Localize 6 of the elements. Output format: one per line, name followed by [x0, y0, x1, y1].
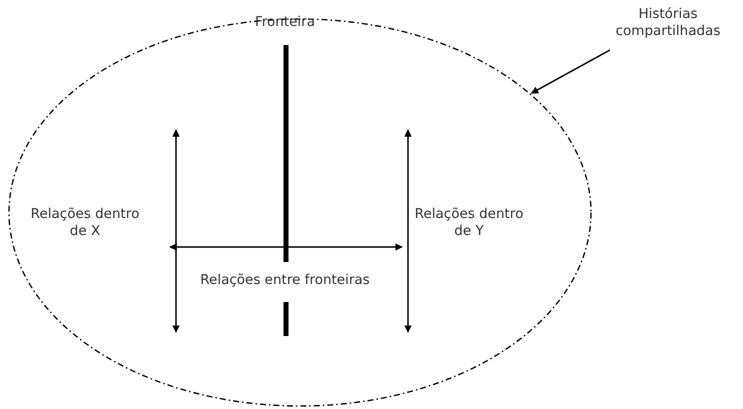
arrow	[530, 49, 610, 94]
label-text: Fronteira	[254, 14, 316, 31]
label-text: Relações dentro de X	[30, 206, 140, 240]
label-text: Relações dentro de Y	[414, 206, 524, 240]
callout-text: Histórias compartilhadas	[598, 6, 738, 46]
label-text: Relações entre fronteiras	[199, 272, 371, 289]
